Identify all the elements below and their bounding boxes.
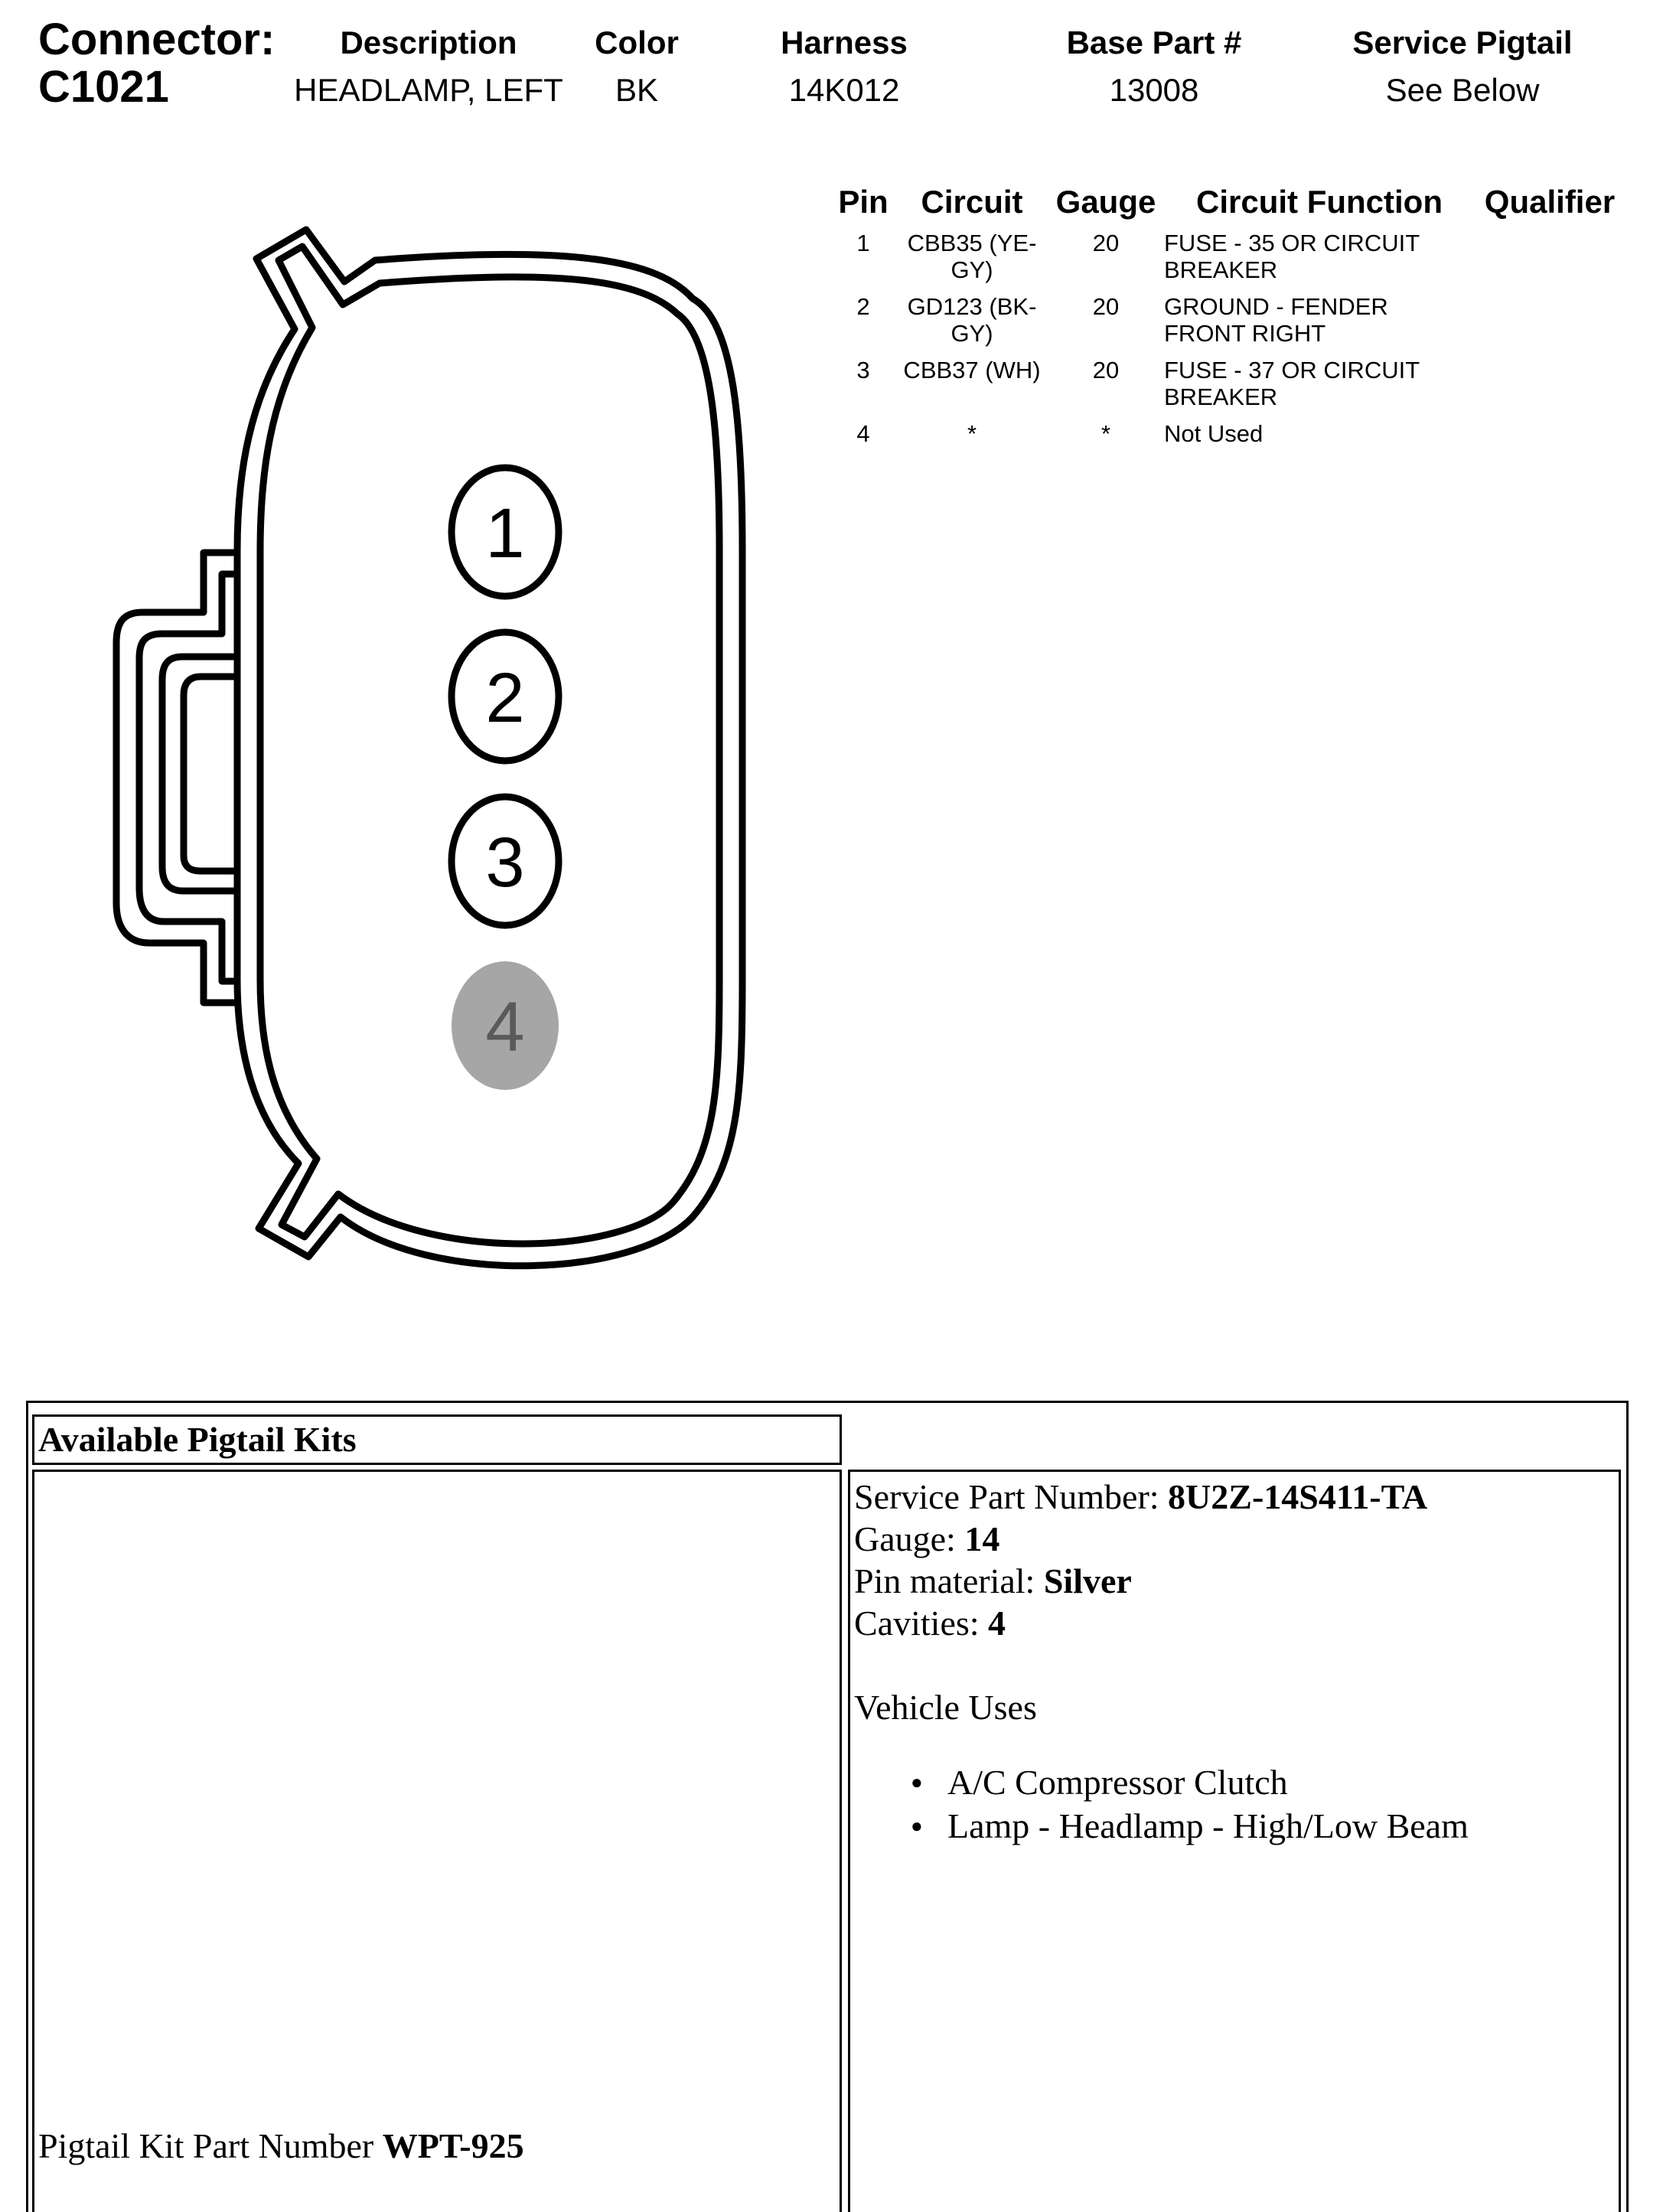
pin-header: Pin [838,184,889,220]
pigtail-kit-line: Pigtail Kit Part Number WPT-925 [38,2125,524,2167]
harness-header: Harness [781,24,908,60]
pigtail-left-cell [32,1470,842,2212]
connector-latch-inner [135,570,237,985]
connector-id: C1021 [38,62,169,112]
vehicle-uses-label: Vehicle Uses [854,1688,1037,1727]
service-part-line: Service Part Number: 8U2Z-14S411-TA [854,1476,1427,1518]
pigtail-right-cell [848,1470,1621,2212]
description-value: HEADLAMP, LEFT [294,72,563,108]
pin-material-value: Silver [1043,1561,1132,1600]
gauge-line: Gauge: 14 [854,1518,999,1560]
function-line: FUSE - 37 OR CIRCUIT [1164,357,1420,383]
pin-material-line: Pin material: Silver [854,1560,1132,1602]
connector-latch-tab-inner [180,673,237,875]
pigtail-heading: Available Pigtail Kits [38,1420,357,1459]
base-part-header: Base Part # [1066,24,1242,60]
pigtail-kit-number: WPT-925 [382,2126,524,2165]
function-line: FRONT RIGHT [1164,320,1326,347]
pin-number: 4 [856,420,870,447]
cavity-circle [448,464,562,600]
function-line: Not Used [1164,420,1264,447]
circuit-function-header: Circuit Function [1196,184,1443,220]
connector-label: Connector: [38,15,276,64]
pin-number: 1 [856,230,870,256]
gauge-value: 20 [1092,293,1120,320]
base-part-value: 13008 [1109,72,1199,108]
function-line: BREAKER [1164,383,1278,410]
service-part-number: 8U2Z-14S411-TA [1168,1477,1428,1516]
cavity-circle [452,961,559,1090]
function-line: GROUND - FENDER [1164,293,1388,320]
description-header: Description [340,24,517,60]
circuit-line: CBB35 (YE- [907,230,1037,256]
pigtail-table [26,1401,1629,2212]
gauge-header: Gauge [1055,184,1156,220]
cavity-number: 4 [485,988,524,1066]
cavities-line: Cavities: 4 [854,1602,1006,1644]
color-header: Color [595,24,679,60]
connector-latch [112,549,237,1006]
cavity-number: 1 [485,494,524,573]
circuit-line: CBB37 (WH) [903,357,1041,383]
cavity-number: 3 [485,824,524,902]
cavity-number: 2 [485,659,524,737]
cavities-value: 4 [988,1604,1006,1643]
harness-value: 14K012 [788,72,900,108]
connector-shell-inner [256,243,723,1248]
qualifier-header: Qualifier [1484,184,1616,220]
pigtail-heading-cell [32,1414,842,1465]
gauge-value: 20 [1092,230,1120,256]
function-line: BREAKER [1164,256,1278,283]
gauge-value: * [1101,420,1111,447]
gauge-number: 14 [964,1519,1000,1558]
connector-face-diagram: 1 2 3 4 [112,226,746,1270]
circuit-header: Circuit [921,184,1023,220]
cavity-circle [448,793,562,929]
circuit-line: * [967,420,977,447]
circuit-line: GY) [951,320,993,347]
service-part-label: Service Part Number: [854,1477,1169,1516]
gauge-value: 20 [1092,357,1120,383]
service-pigtail-header: Service Pigtail [1352,24,1573,60]
vehicle-uses-list: A/C Compressor Clutch Lamp - Headlamp - … [911,1760,1469,1848]
function-line: FUSE - 35 OR CIRCUIT [1164,230,1420,256]
pin-number: 3 [856,357,870,383]
connector-latch-tab [158,653,237,895]
cavities-label: Cavities: [854,1604,989,1643]
color-value: BK [615,72,659,108]
circuit-line: GY) [951,256,993,283]
pin-material-label: Pin material: [854,1561,1044,1600]
list-item: A/C Compressor Clutch [911,1760,1469,1804]
pigtail-kit-label: Pigtail Kit Part Number [38,2126,383,2165]
pin-number: 2 [856,293,870,320]
gauge-label: Gauge: [854,1519,965,1558]
cavity-circle [448,628,562,765]
service-pigtail-value: See Below [1385,72,1540,108]
circuit-line: GD123 (BK- [907,293,1037,320]
list-item: Lamp - Headlamp - High/Low Beam [911,1804,1469,1848]
